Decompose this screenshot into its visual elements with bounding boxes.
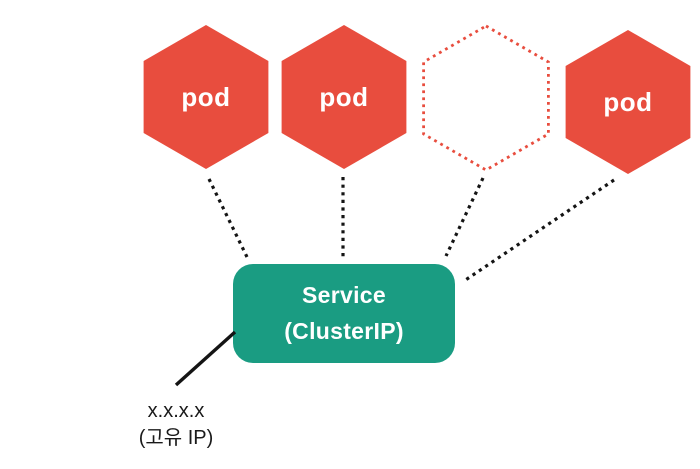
service-box bbox=[233, 264, 455, 363]
ip-address-label: x.x.x.x bbox=[148, 400, 205, 422]
pod-hexagon-1 bbox=[143, 25, 269, 169]
pod-hexagon-4 bbox=[565, 30, 691, 174]
pod-hexagon-2 bbox=[281, 25, 407, 169]
connector-line-pod3-service bbox=[444, 177, 485, 257]
pod-placeholder-hexagon bbox=[422, 24, 550, 172]
ip-caption-label: (고유 IP) bbox=[139, 427, 214, 449]
service-name-label: Service bbox=[302, 282, 386, 308]
pod-label-2: pod bbox=[319, 82, 368, 112]
pod-label-4: pod bbox=[603, 87, 652, 117]
pod-label-1: pod bbox=[181, 82, 230, 112]
service-type-label: (ClusterIP) bbox=[284, 318, 404, 344]
connector-line-pod1-service bbox=[207, 178, 249, 258]
connector-line-pod4-service bbox=[463, 178, 615, 283]
ip-pointer-line bbox=[174, 330, 237, 387]
